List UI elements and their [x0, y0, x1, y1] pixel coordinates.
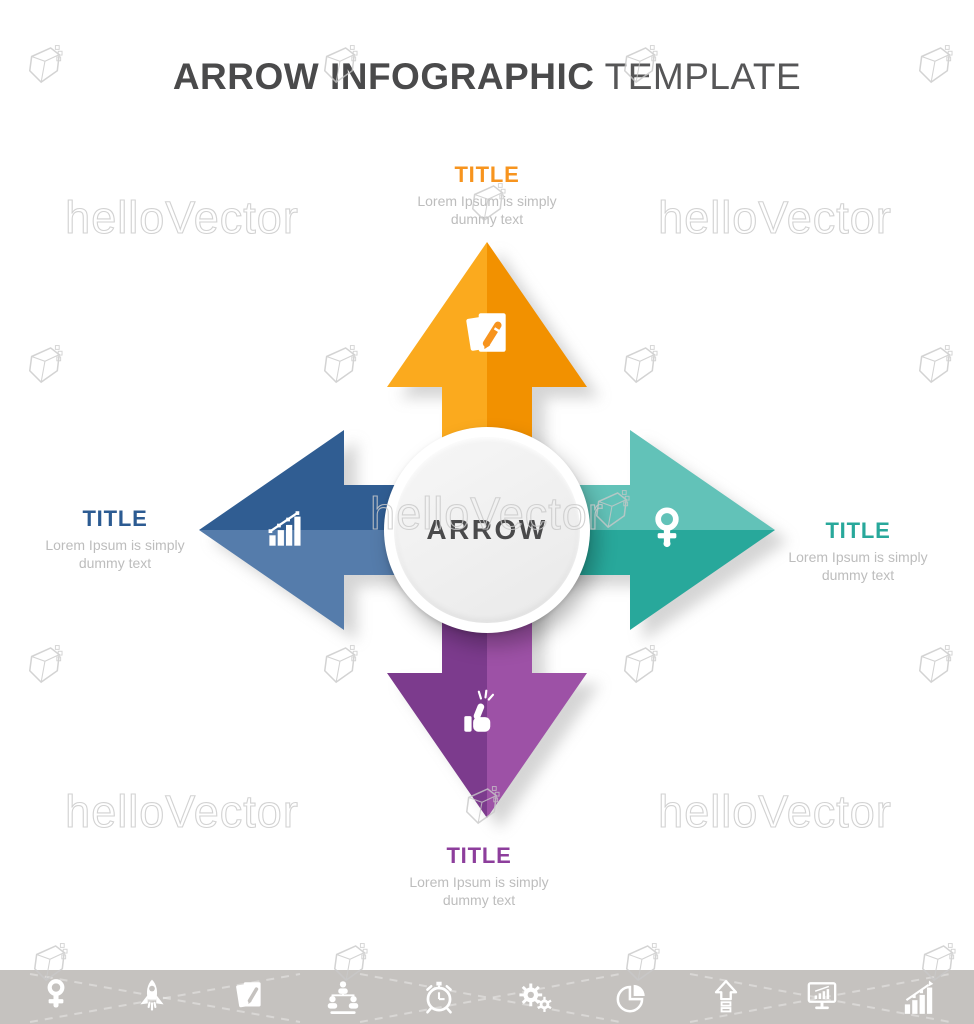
section-bottom-description: Lorem Ipsum is simply dummy text [409, 874, 549, 909]
gears-icon [519, 983, 552, 1012]
key-icon [655, 507, 679, 548]
center-circle: ARROW [384, 427, 590, 633]
hexagon-logo-icon [323, 645, 358, 683]
center-circle-inner: ARROW [394, 437, 580, 623]
section-right-title: TITLE [825, 518, 891, 543]
footer-dashed-lines [29, 973, 951, 1023]
watermark-text: helloVector [65, 191, 299, 243]
section-bottom-title: TITLE [446, 843, 512, 868]
hexagon-logo-icon [28, 345, 63, 383]
hexagon-logo-icon [623, 645, 658, 683]
pie-chart-icon [616, 984, 645, 1013]
page-title-light: TEMPLATE [604, 56, 802, 97]
center-label: ARROW [426, 514, 548, 545]
growth-bar-chart-icon [268, 511, 301, 546]
section-top-text: TITLE Lorem Ipsum is simply dummy text [377, 162, 597, 229]
notepad-pencil-icon [466, 313, 506, 352]
page-title: ARROW INFOGRAPHIC TEMPLATE [0, 56, 974, 98]
org-chart-people-icon [328, 981, 359, 1014]
section-left-description: Lorem Ipsum is simply dummy text [45, 537, 185, 572]
monitor-chart-icon [807, 982, 837, 1010]
section-right-description: Lorem Ipsum is simply dummy text [788, 549, 928, 584]
watermark-text: helloVector [658, 191, 892, 243]
section-left-text: TITLE Lorem Ipsum is simply dummy text [25, 506, 205, 573]
hexagon-logo-icon [595, 490, 630, 528]
rocket-icon [140, 979, 164, 1011]
thumbs-up-click-icon [464, 689, 495, 732]
notepad-pencil-icon [235, 982, 261, 1008]
footer-icon-bar [0, 970, 974, 1024]
section-top-description: Lorem Ipsum is simply dummy text [417, 193, 557, 228]
hexagon-logo-icon [465, 786, 500, 824]
stopwatch-icon [426, 981, 452, 1014]
section-bottom-text: TITLE Lorem Ipsum is simply dummy text [369, 843, 589, 910]
arrow-up-icon [715, 980, 738, 1013]
section-left-title: TITLE [82, 506, 148, 531]
watermark-text: helloVector [65, 785, 299, 837]
hexagon-logo-icon [918, 645, 953, 683]
section-top-title: TITLE [454, 162, 520, 187]
hexagon-logo-icon [918, 345, 953, 383]
bar-graph-arrow-icon [904, 980, 934, 1014]
hexagon-logo-icon [623, 345, 658, 383]
key-icon [47, 979, 65, 1008]
hexagon-logo-icon [323, 345, 358, 383]
hexagon-logo-icon [28, 645, 63, 683]
watermark-text: helloVector [658, 785, 892, 837]
section-right-text: TITLE Lorem Ipsum is simply dummy text [763, 518, 953, 585]
page-title-bold: ARROW INFOGRAPHIC [172, 56, 595, 97]
